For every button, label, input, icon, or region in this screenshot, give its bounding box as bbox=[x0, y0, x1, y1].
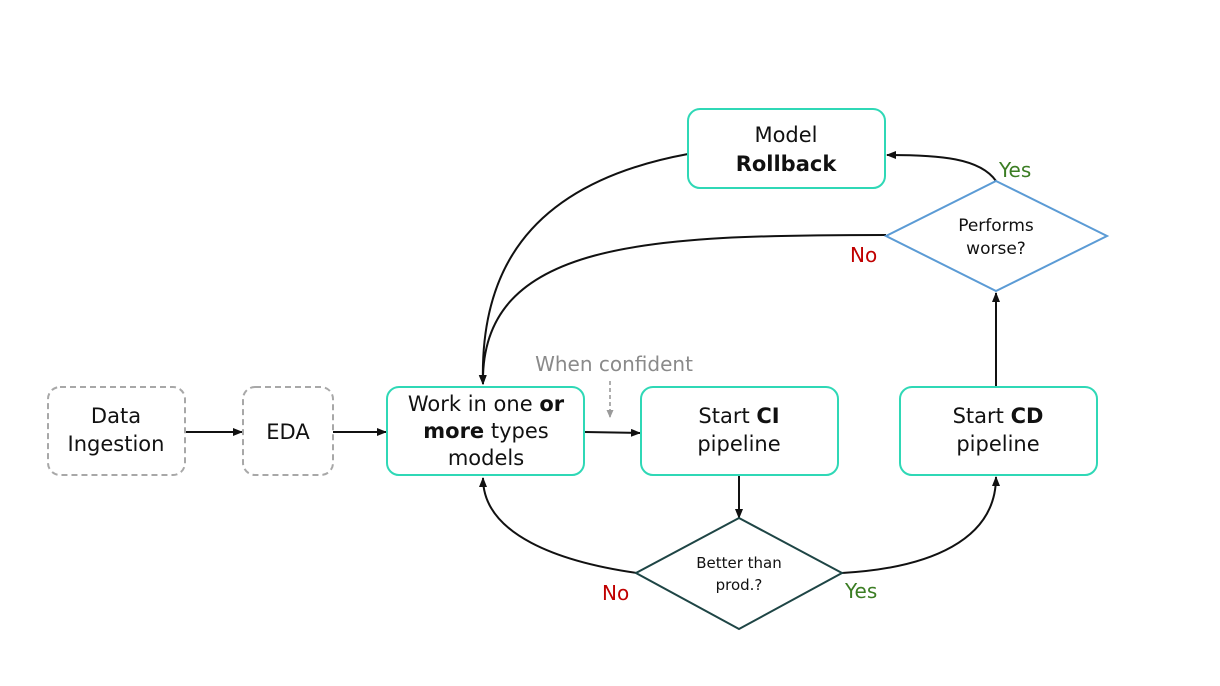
edges bbox=[185, 151, 1000, 574]
better-yes-label: Yes bbox=[844, 579, 877, 603]
better-than-prod-line1: Better than bbox=[696, 554, 782, 572]
worse-yes-label: Yes bbox=[998, 158, 1031, 182]
performs-worse-line2: worse? bbox=[966, 239, 1026, 259]
work-models-line1-bold: or bbox=[539, 392, 564, 416]
data-ingestion-line1: Data bbox=[91, 404, 141, 428]
model-rollback-line1: Model bbox=[754, 123, 817, 147]
start-cd-line2: pipeline bbox=[956, 432, 1039, 456]
work-models-line2-bold: more bbox=[423, 419, 484, 443]
node-performs-worse: Performs worse? bbox=[883, 179, 1110, 293]
performs-worse-line1: Performs bbox=[958, 216, 1034, 236]
start-cd-line1: Start CD bbox=[953, 404, 1044, 428]
eda-label: EDA bbox=[266, 420, 310, 444]
start-ci-line1: Start CI bbox=[698, 404, 779, 428]
start-ci-line1-regular: Start bbox=[698, 404, 756, 428]
node-eda: EDA bbox=[242, 386, 334, 476]
work-models-line2-regular: types bbox=[484, 419, 549, 443]
work-models-line3: models bbox=[448, 446, 524, 470]
start-ci-line1-bold: CI bbox=[756, 404, 779, 428]
start-ci-line2: pipeline bbox=[697, 432, 780, 456]
data-ingestion-line2: Ingestion bbox=[68, 432, 165, 456]
better-no-label: No bbox=[602, 581, 629, 605]
node-better-than-prod: Better than prod.? bbox=[633, 516, 845, 631]
node-start-ci: Start CI pipeline bbox=[640, 386, 839, 476]
model-rollback-line2: Rollback bbox=[736, 152, 838, 176]
node-data-ingestion: Data Ingestion bbox=[47, 386, 186, 476]
better-than-prod-line2: prod.? bbox=[716, 576, 763, 594]
edge-worse-yes-to-rollback bbox=[886, 151, 997, 182]
edge-decision-yes-to-cd bbox=[841, 476, 1000, 574]
work-models-line2: more types bbox=[423, 419, 548, 443]
work-models-line1: Work in one or bbox=[408, 392, 565, 416]
worse-no-label: No bbox=[850, 243, 877, 267]
edge-work-to-ci bbox=[584, 428, 641, 437]
work-models-line1-regular: Work in one bbox=[408, 392, 539, 416]
edge-rollback-to-work bbox=[478, 153, 689, 385]
node-work-models: Work in one or more types models bbox=[386, 386, 585, 476]
node-start-cd: Start CD pipeline bbox=[899, 386, 1098, 476]
when-confident-label: When confident bbox=[535, 352, 693, 376]
edge-decision-no-to-work bbox=[479, 477, 638, 574]
start-cd-line1-bold: CD bbox=[1011, 404, 1044, 428]
node-model-rollback: Model Rollback bbox=[687, 108, 886, 189]
edge-worse-no-to-work bbox=[478, 234, 887, 385]
start-cd-line1-regular: Start bbox=[953, 404, 1011, 428]
